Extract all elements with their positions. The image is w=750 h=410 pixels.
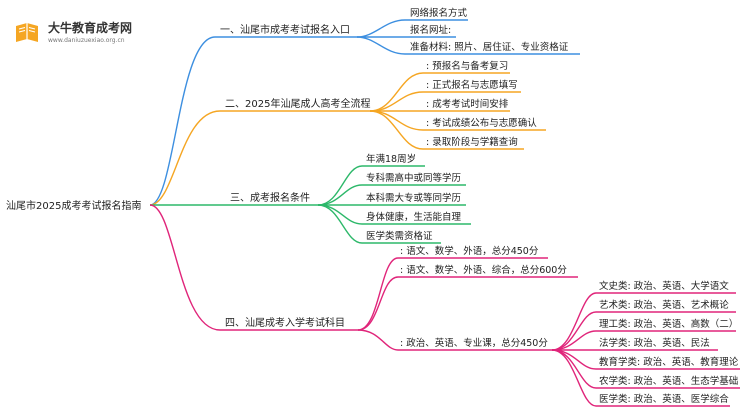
connector-b2-l2: [369, 91, 424, 112]
connector-root-b1: [149, 36, 216, 206]
b2-leaf-2: : 正式报名与志愿填写: [426, 79, 518, 91]
b3-leaf-4: 身体健康，生活能自理: [366, 211, 462, 223]
b4-leaf-3: : 政治、英语、专业课，总分450分: [400, 337, 548, 349]
b1-leaf-3: 准备材料: 照片、居住证、专业资格证: [410, 41, 569, 53]
b4-sub-leaf-7: 医学类: 政治、英语、医学综合: [599, 393, 729, 405]
branch-1-label: 一、汕尾市成考考试报名入口: [220, 23, 350, 36]
root-node: 汕尾市2025成考考试报名指南: [6, 199, 141, 212]
book-logo-icon: [16, 23, 38, 42]
b2-leaf-4: : 考试成绩公布与志愿确认: [426, 117, 537, 129]
connector-b4-l3: [357, 329, 399, 351]
b4-leaf-2: : 语文、数学、外语、综合，总分600分: [400, 264, 567, 276]
b2-leaf-3: : 成考考试时间安排: [426, 98, 509, 110]
b3-leaf-1: 年满18周岁: [366, 153, 416, 165]
connector-root-b2: [149, 110, 221, 206]
branch-4-label: 四、汕尾成考入学考试科目: [225, 316, 345, 329]
b3-leaf-3: 本科需大专或等同学历: [366, 192, 461, 204]
branch-2-label: 二、2025年汕尾成人高考全流程: [225, 97, 370, 110]
connector-root-b4: [149, 204, 221, 331]
b4-leaf-1: : 语文、数学、外语，总分450分: [400, 245, 539, 257]
b1-leaf-1: 网络报名方式: [410, 7, 468, 19]
b4-sub-leaf-5: 教育学类: 政治、英语、教育理论: [599, 356, 739, 368]
b3-leaf-5: 医学类需资格证: [366, 230, 433, 242]
branch-3-label: 三、成考报名条件: [230, 191, 310, 204]
b2-leaf-5: : 录取阶段与学籍查询: [426, 136, 518, 148]
connector-b2-l5: [369, 110, 424, 150]
logo-title: 大牛教育成考网: [48, 21, 133, 35]
connector-b2-l4: [369, 110, 424, 131]
connector-b2-l1: [369, 72, 424, 112]
b4-sub-leaf-3: 理工类: 政治、英语、高数（二）: [599, 318, 738, 330]
site-logo[interactable]: 大牛教育成考网 www.daniuzuexiao.org.cn: [14, 18, 194, 54]
b4-sub-leaf-6: 农学类: 政治、英语、生态学基础: [599, 375, 738, 387]
b4-sub-leaf-1: 文史类: 政治、英语、大学语文: [599, 280, 729, 292]
b1-leaf-2: 报名网址:: [410, 24, 451, 36]
connector-b1-l1: [356, 19, 406, 38]
b2-leaf-1: : 预报名与备考复习: [426, 60, 508, 72]
b4-sub-leaf-2: 艺术类: 政治、英语、艺术概论: [599, 299, 729, 311]
connector-b3-l5: [317, 204, 363, 244]
b4-sub-leaf-4: 法学类: 政治、英语、民法: [599, 337, 710, 349]
connector-b4-l2: [357, 276, 399, 331]
connectors: [149, 19, 740, 407]
b3-leaf-2: 专科需高中或同等学历: [366, 172, 461, 184]
connector-b4-l1: [357, 257, 399, 331]
connector-b1-l3: [356, 36, 406, 55]
logo-url: www.daniuzuexiao.org.cn: [48, 37, 125, 44]
